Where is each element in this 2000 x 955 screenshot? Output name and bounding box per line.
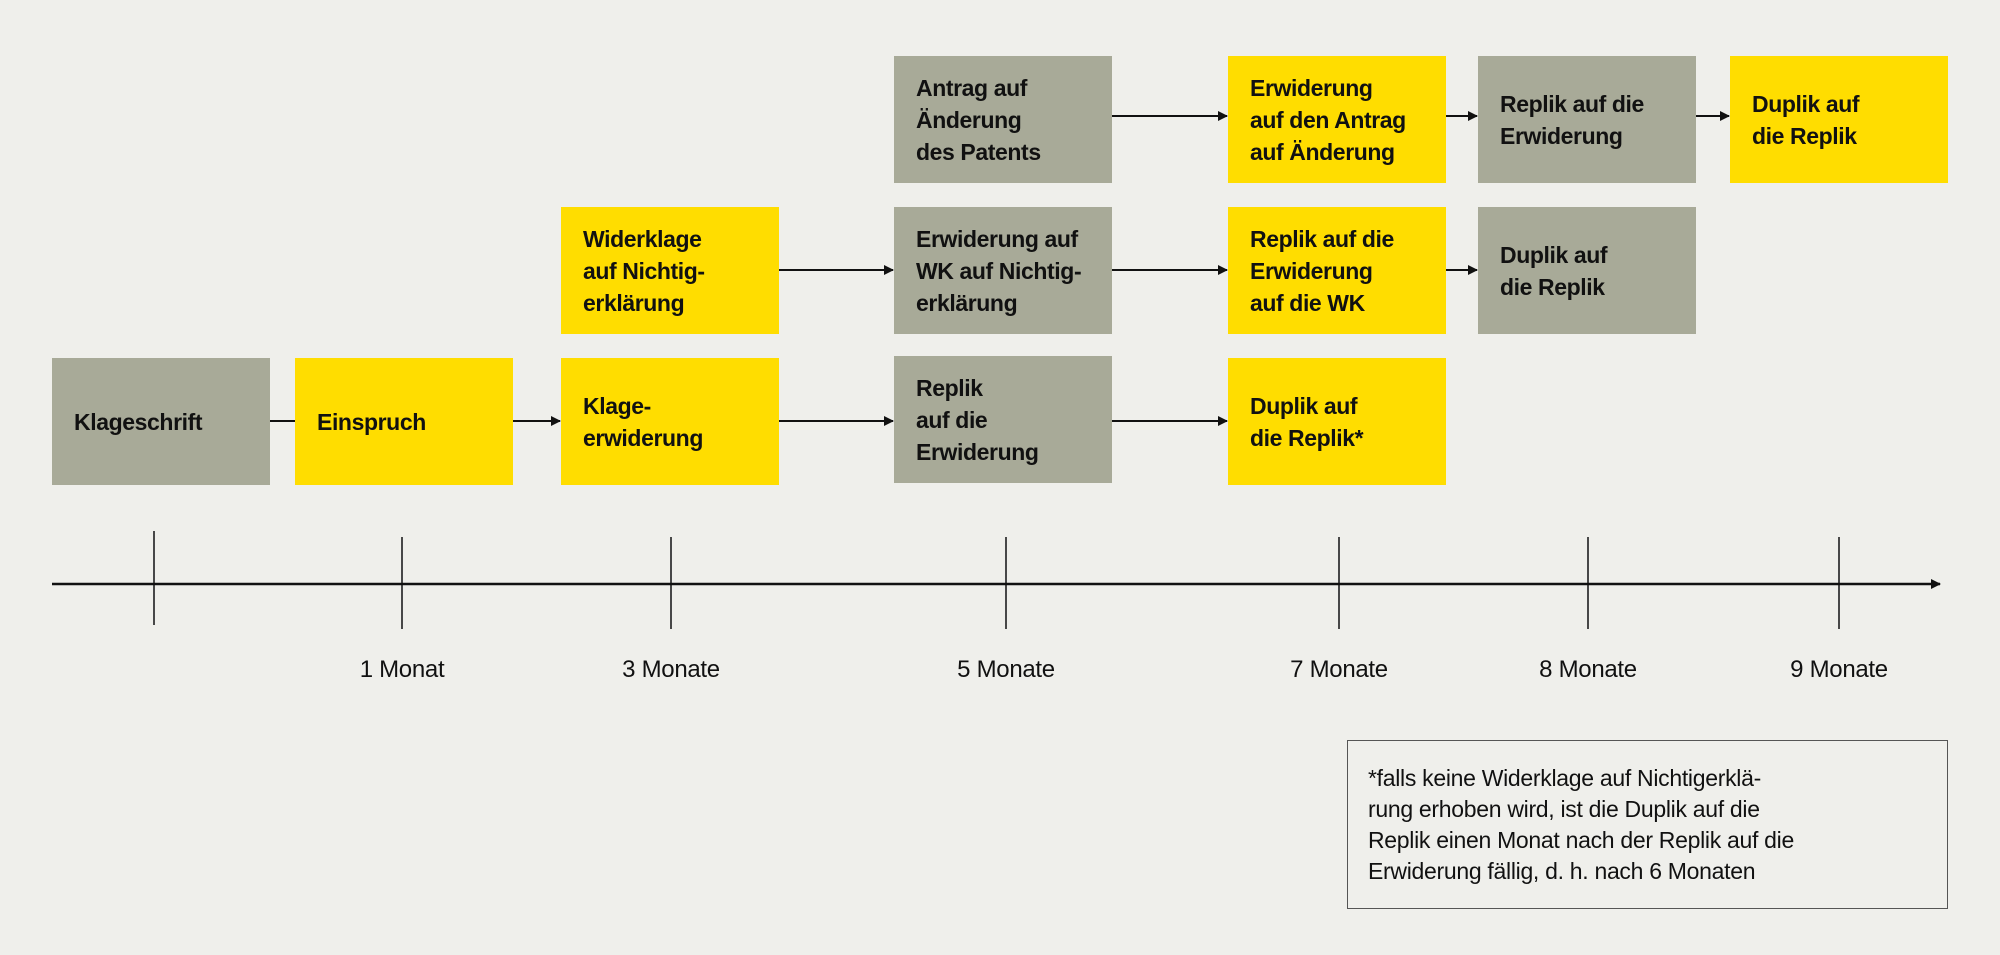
box-antrag-aenderung: Antrag auf Änderung des Patents <box>894 56 1112 183</box>
timeline-label: 9 Monate <box>1790 656 1888 683</box>
box-erwiderung-wk: Erwiderung auf WK auf Nichtig- erklärung <box>894 207 1112 334</box>
box-replik-erwiderung-antrag: Replik auf die Erwiderung <box>1478 56 1696 183</box>
box-klageschrift: Klageschrift <box>52 358 270 485</box>
box-erwiderung-antrag: Erwiderung auf den Antrag auf Änderung <box>1228 56 1446 183</box>
box-duplik-replik-antrag: Duplik auf die Replik <box>1730 56 1948 183</box>
box-einspruch: Einspruch <box>295 358 513 485</box>
timeline-label: 7 Monate <box>1290 656 1388 683</box>
footnote-box: *falls keine Widerklage auf Nichtigerklä… <box>1347 740 1948 909</box>
timeline-label: 8 Monate <box>1539 656 1637 683</box>
timeline-label: 5 Monate <box>957 656 1055 683</box>
box-duplik-replik-wk: Duplik auf die Replik <box>1478 207 1696 334</box>
box-replik-erwiderung: Replik auf die Erwiderung <box>894 356 1112 483</box>
box-replik-erwiderung-wk: Replik auf die Erwiderung auf die WK <box>1228 207 1446 334</box>
box-klageerwiderung: Klage- erwiderung <box>561 358 779 485</box>
timeline-label: 1 Monat <box>359 656 445 683</box>
box-widerklage: Widerklage auf Nichtig- erklärung <box>561 207 779 334</box>
box-duplik-replik-star: Duplik auf die Replik* <box>1228 358 1446 485</box>
timeline-label: 3 Monate <box>622 656 720 683</box>
